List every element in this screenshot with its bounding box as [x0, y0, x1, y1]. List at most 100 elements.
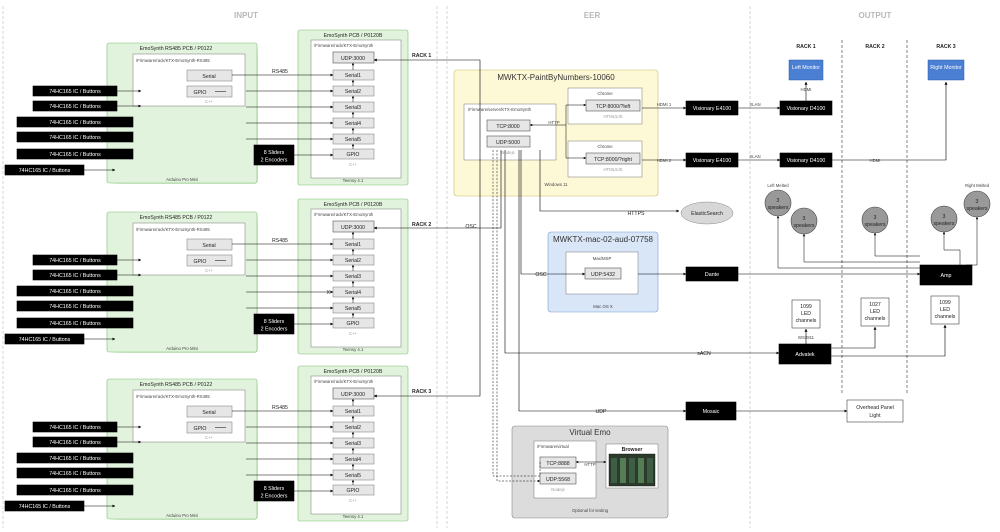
button-bank-6-label: 74HC165 IC / Buttons: [19, 504, 71, 510]
arduino-gpio-label: GPIO: [194, 426, 207, 432]
osc-label: OSC: [465, 224, 476, 230]
teensy-gpio-label: GPIO: [347, 321, 360, 327]
teensy-lang-label: C++: [349, 331, 358, 336]
arduino-lang-label: C++: [205, 268, 214, 273]
button-bank-4[interactable]: [16, 467, 134, 479]
button-bank-5[interactable]: [16, 148, 134, 160]
teensy-serial-label: Serial4: [345, 457, 361, 463]
rack-label: RACK 2: [412, 222, 431, 228]
teensy-serial-label: Serial5: [345, 306, 361, 312]
button-bank-5[interactable]: [16, 484, 134, 496]
rs485-label: RS485: [272, 69, 288, 75]
teensy-udp-label: UDP:3000: [341, 392, 365, 398]
button-bank-3[interactable]: [16, 285, 134, 297]
teensy-serial-label: Serial2: [345, 425, 361, 431]
hdmi1-label: HDMI 1: [657, 102, 672, 107]
arduino-pro-mini-label: Arduino Pro Mini: [166, 513, 198, 518]
arduino-gpio-label: GPIO: [194, 259, 207, 265]
udp-label: UDP: [596, 409, 607, 415]
rs485-label: RS485: [272, 405, 288, 411]
paint-udp-label: UDP:5000: [496, 140, 520, 146]
led-count: 1027: [869, 302, 881, 308]
arduino-lang-label: C++: [205, 435, 214, 440]
chrome-title: Chrome: [597, 144, 613, 149]
maxmsp-label: Max/MSP: [593, 256, 612, 261]
rack-block-2: Arduino Pro MiniArduino Pro MiniArduino …: [4, 198, 431, 355]
section-input-title: INPUT: [234, 11, 258, 20]
teensy-serial-label: Serial1: [345, 73, 361, 79]
arduino-gpio-box[interactable]: [186, 254, 233, 267]
button-bank-2-label: 74HC165 IC / Buttons: [49, 273, 101, 279]
chrome-html5-label: HTML5JS: [603, 167, 622, 172]
teensy-serial-label: Serial4: [345, 121, 361, 127]
speaker-label: speakers: [966, 206, 987, 212]
virtual-http-label: HTTP: [584, 462, 595, 467]
button-bank-1-label: 74HC165 IC / Buttons: [49, 258, 101, 264]
virtual-node-label: Nodejs: [551, 487, 564, 492]
teensy-firmware-path: /Firmware/rack/KTX-EmoSynth: [314, 43, 374, 48]
arduino-gpio-box[interactable]: [186, 421, 233, 434]
teensy-board-title: EmoSynth PCB / P0120B: [324, 202, 383, 208]
browser-preview-strip: [611, 458, 617, 483]
led-channels-label: channels: [865, 316, 886, 322]
sacn-link: [504, 150, 780, 355]
teensy-label: Teensy 4.1: [343, 514, 364, 519]
arduino-serial-box[interactable]: [186, 69, 233, 82]
left-monitor-label: Left Monitor: [792, 65, 820, 71]
rack-block-3: Arduino Pro MiniArduino Pro MiniArduino …: [4, 365, 431, 522]
virtual-footer: Optional for testing: [572, 508, 609, 513]
arduino-board-title: EmoSynth RS485 PCB / P0122: [140, 382, 213, 388]
paint-udp-port[interactable]: [486, 135, 531, 148]
https-link: [539, 150, 680, 213]
sacn-label: sACN: [697, 351, 711, 357]
arduino-lang-label: C++: [205, 99, 214, 104]
button-bank-6-label: 74HC165 IC / Buttons: [19, 168, 71, 174]
section-eer-title: EER: [584, 11, 601, 20]
browser-preview-strip: [638, 458, 644, 483]
virtual-udp-port[interactable]: [539, 472, 577, 485]
led-label: LED: [870, 309, 880, 315]
section-output-title: OUTPUT: [859, 11, 892, 20]
left-melted-label: Left Melted: [767, 183, 789, 188]
button-bank-3[interactable]: [16, 116, 134, 128]
arduino-serial-box[interactable]: [186, 238, 233, 251]
teensy-serial-label: Serial3: [345, 441, 361, 447]
button-bank-4-label: 74HC165 IC / Buttons: [49, 135, 101, 141]
button-bank-5[interactable]: [16, 317, 134, 329]
sliders-encoders-box-label: 8 Sliders: [264, 150, 285, 156]
http-link-right: [565, 125, 587, 160]
teensy-board-title: EmoSynth PCB / P0120B: [324, 33, 383, 39]
chrome-title: Chrome: [597, 91, 613, 96]
amp-speaker-link-2: [802, 233, 920, 263]
amp-speaker-link-1: [776, 215, 920, 269]
arduino-firmware-path: /Firmware/rack/KTX-EmoSynth-RS485: [136, 394, 210, 399]
overhead-panel-line1: Overhead Panel: [856, 405, 894, 411]
paint-tcp-label: TCP:8000: [496, 124, 519, 130]
right-monitor-label: Right Monitor: [930, 65, 962, 71]
chrome-tcp-label: TCP:8000/?right: [594, 157, 632, 163]
arduino-gpio-box[interactable]: [186, 85, 233, 98]
arduino-serial-box[interactable]: [186, 405, 233, 418]
teensy-label: Teensy 4.1: [343, 178, 364, 183]
arduino-pro-mini-label: Arduino Pro Mini: [166, 177, 198, 182]
x-mark: X: [327, 290, 331, 296]
visionary-d4100-1-label: Visionary D4100: [787, 106, 826, 112]
sliders-encoders-line2: 2 Encoders: [261, 158, 288, 164]
arduino-firmware-path: /Firmware/rack/KTX-EmoSynth-RS485: [136, 227, 210, 232]
button-bank-5-label: 74HC165 IC / Buttons: [49, 152, 101, 158]
mac-osc-label: OSC: [535, 272, 546, 278]
led-count: 1099: [800, 304, 812, 310]
sliders-encoders-line2: 2 Encoders: [261, 494, 288, 500]
teensy-serial-label: Serial3: [345, 105, 361, 111]
button-bank-2-label: 74HC165 IC / Buttons: [49, 104, 101, 110]
button-bank-2-label: 74HC165 IC / Buttons: [49, 440, 101, 446]
button-bank-4[interactable]: [16, 300, 134, 312]
teensy-serial-label: Serial1: [345, 409, 361, 415]
browser-preview-strip: [629, 458, 635, 483]
mac-os-label: Mac OS X: [593, 304, 613, 309]
button-bank-4[interactable]: [16, 131, 134, 143]
left-monitor: [788, 59, 824, 81]
button-bank-3[interactable]: [16, 452, 134, 464]
teensy-serial-label: Serial3: [345, 274, 361, 280]
